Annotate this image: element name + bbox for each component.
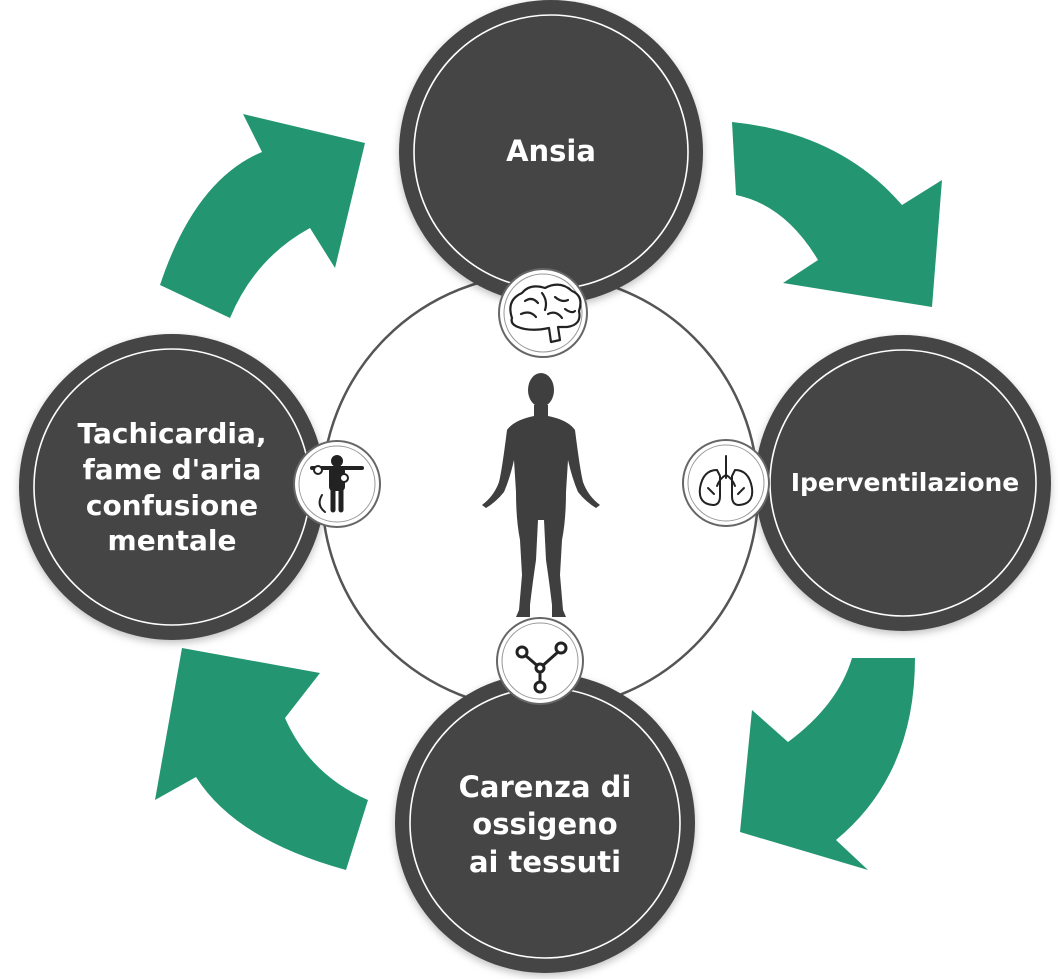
arrow-top-right xyxy=(732,122,942,307)
arrow-left-top xyxy=(160,114,365,318)
body-pain-icon xyxy=(293,440,381,528)
human-body-icon xyxy=(482,373,600,617)
arrow-bottom-left xyxy=(155,648,368,870)
molecule-icon xyxy=(496,617,584,705)
lungs-icon xyxy=(682,439,770,527)
arrow-right-bottom xyxy=(740,658,915,870)
brain-icon xyxy=(498,268,588,358)
node-label-right: Iperventilazione xyxy=(790,468,1020,497)
node-label-top: Ansia xyxy=(506,134,596,169)
node-label-bottom: Carenza di ossigeno ai tessuti xyxy=(458,770,632,879)
node-label-left: Tachicardia, fame d'aria confusione ment… xyxy=(77,416,267,558)
